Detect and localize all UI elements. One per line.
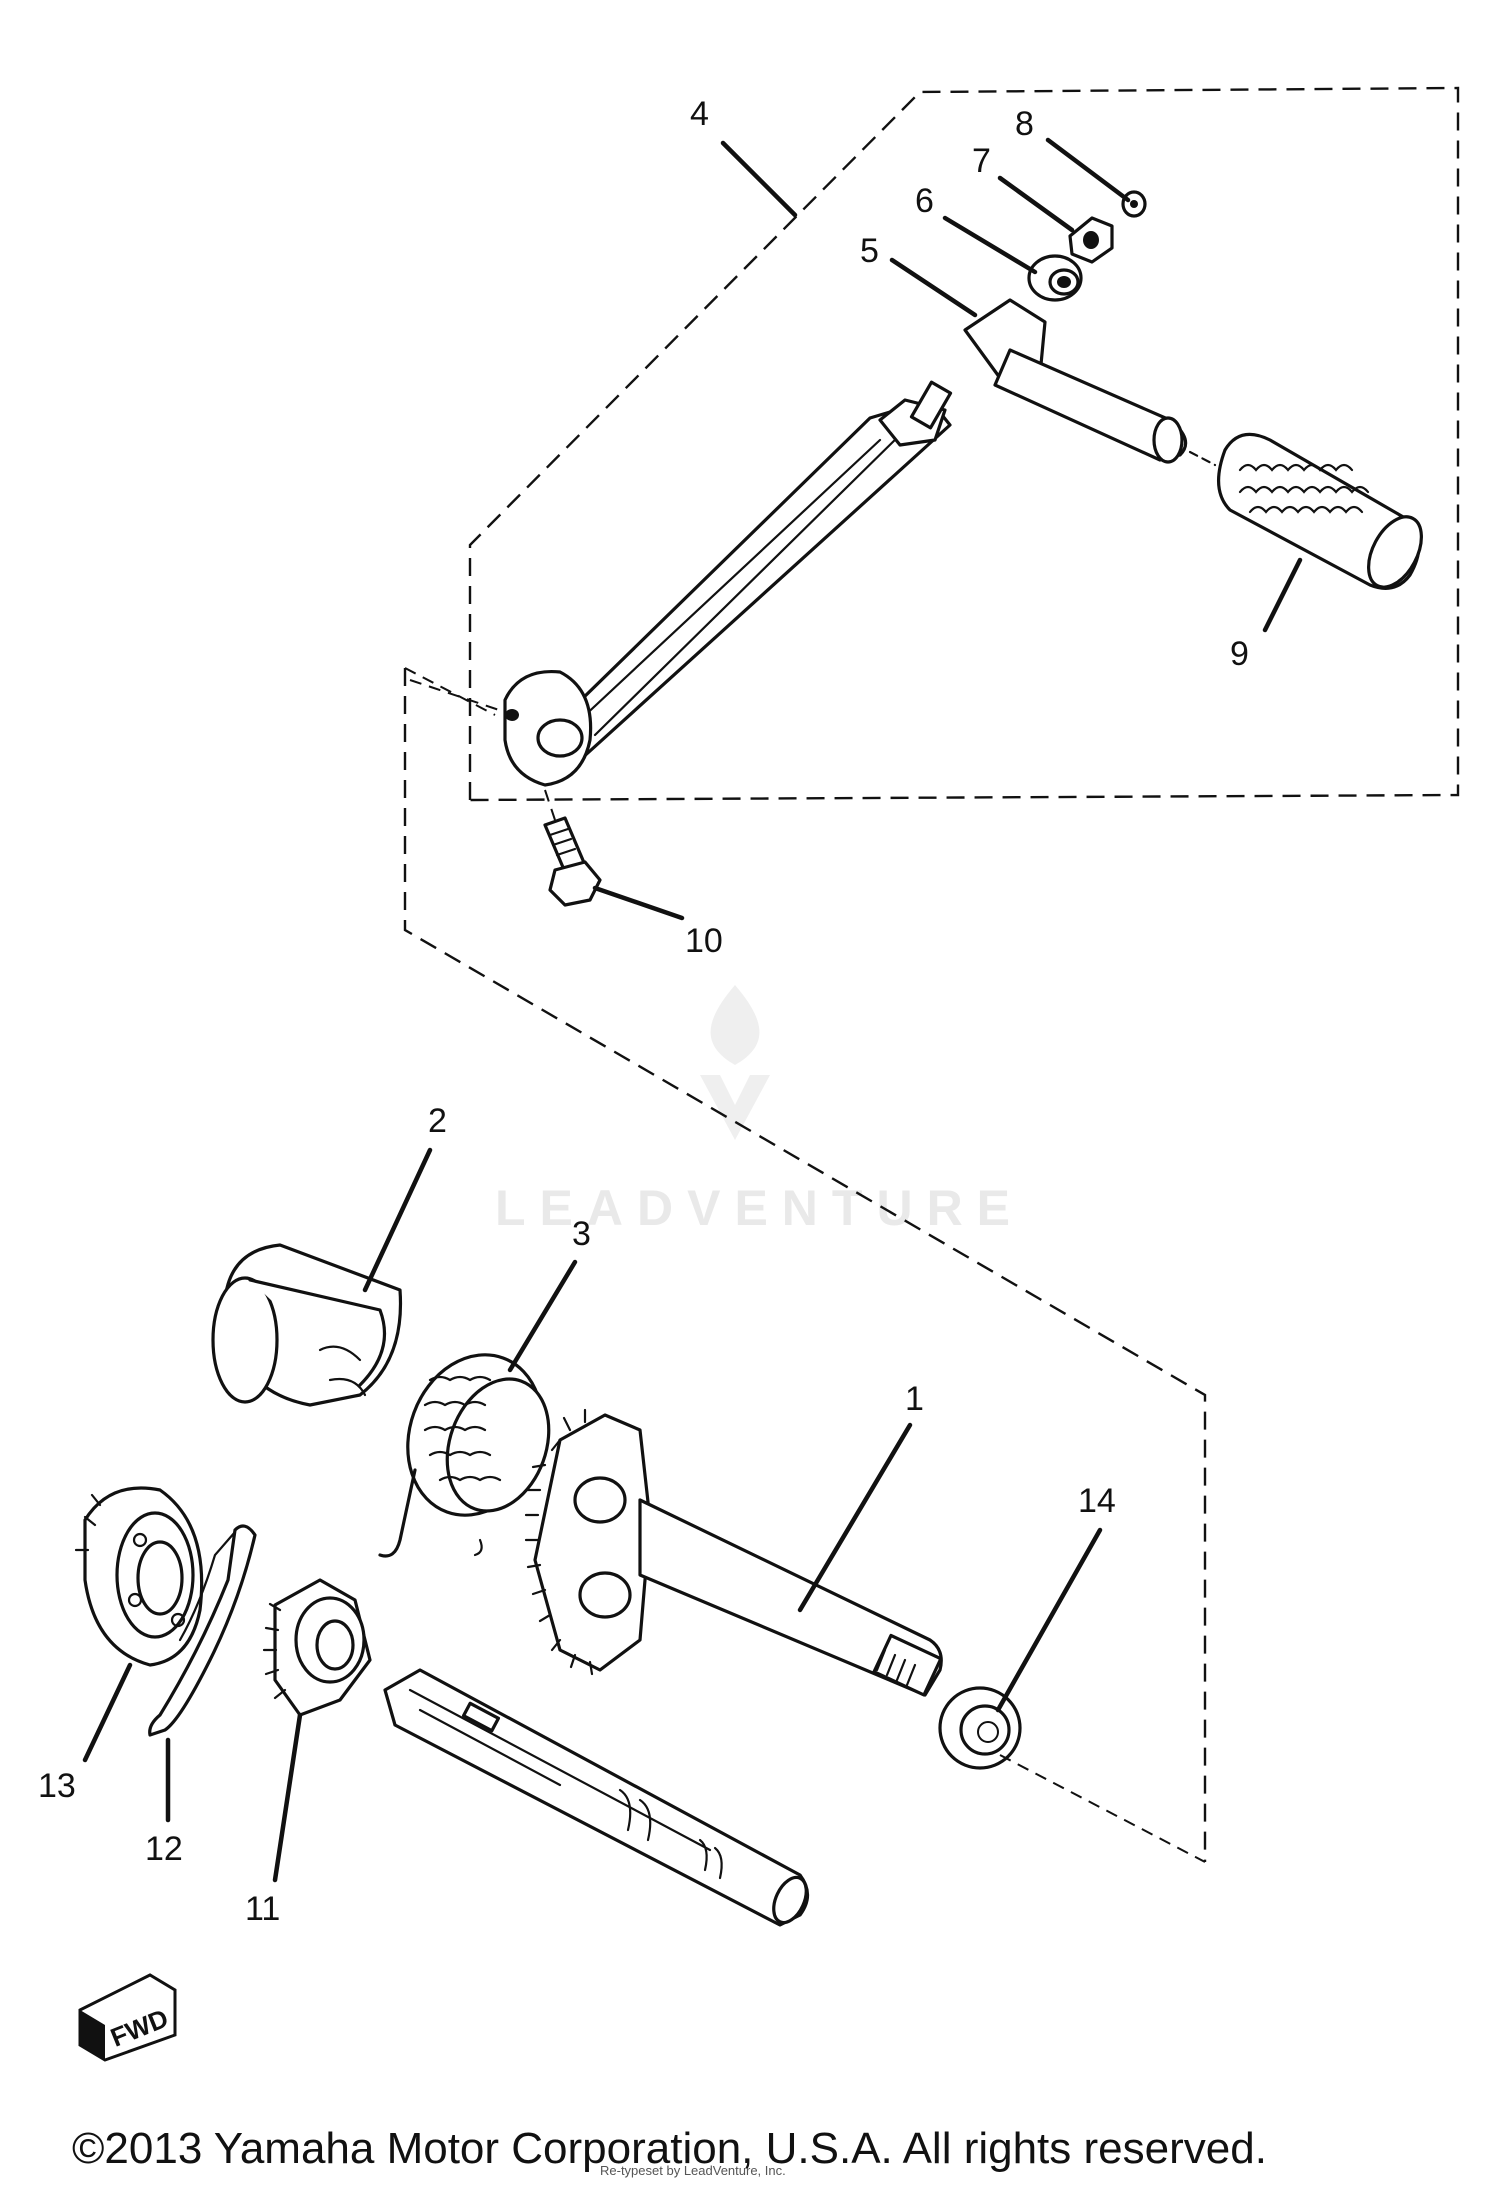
copyright-notice: ©2013 Yamaha Motor Corporation, U.S.A. A… <box>72 2124 1267 2173</box>
callout-10: 10 <box>685 922 723 960</box>
callout-1: 1 <box>905 1380 924 1418</box>
kick-lever-arm <box>409 380 953 787</box>
part-2-kick-guide <box>211 1243 403 1407</box>
part-1-kick-axle <box>524 1408 943 1697</box>
part-8-nut <box>1121 190 1147 218</box>
part-6-bushing <box>1027 254 1083 302</box>
part-9-rubber-grip <box>1188 432 1423 590</box>
callout-7: 7 <box>972 142 991 180</box>
callout-14: 14 <box>1078 1482 1116 1520</box>
kick-lever-assembly-outline <box>468 86 1460 802</box>
leadventure-watermark: LEADVENTURE <box>495 985 1024 1236</box>
part-12-circlip <box>148 1524 257 1737</box>
part-14-oil-seal <box>938 1686 1022 1770</box>
callout-5: 5 <box>860 232 879 270</box>
part-10-pinch-bolt <box>543 789 602 907</box>
leader-lines <box>82 137 1303 1883</box>
main-shaft <box>383 1668 810 1927</box>
part-3-kick-spring <box>378 1353 551 1558</box>
callout-2: 2 <box>428 1102 447 1140</box>
callout-11: 11 <box>245 1890 280 1928</box>
part-7-washer <box>1068 216 1114 264</box>
fine-print: Re-typeset by LeadVenture, Inc. <box>600 2163 786 2178</box>
callout-3: 3 <box>572 1215 591 1253</box>
part-5-crank-boss <box>963 298 1188 464</box>
callout-9: 9 <box>1230 635 1249 673</box>
part-13-bearing <box>74 1486 204 1667</box>
callout-4: 4 <box>690 95 709 133</box>
callouts: 4 8 7 6 5 9 10 2 3 1 14 13 12 11 <box>38 95 1249 1928</box>
callout-12: 12 <box>145 1830 183 1868</box>
kick-axle-assembly-outline <box>403 667 1207 1862</box>
callout-8: 8 <box>1015 105 1034 143</box>
fwd-arrow-icon: FWD <box>78 1973 177 2062</box>
part-11-kick-gear <box>262 1578 372 1717</box>
watermark-text: LEADVENTURE <box>495 1180 1024 1236</box>
callout-13: 13 <box>38 1767 76 1805</box>
callout-6: 6 <box>915 182 934 220</box>
